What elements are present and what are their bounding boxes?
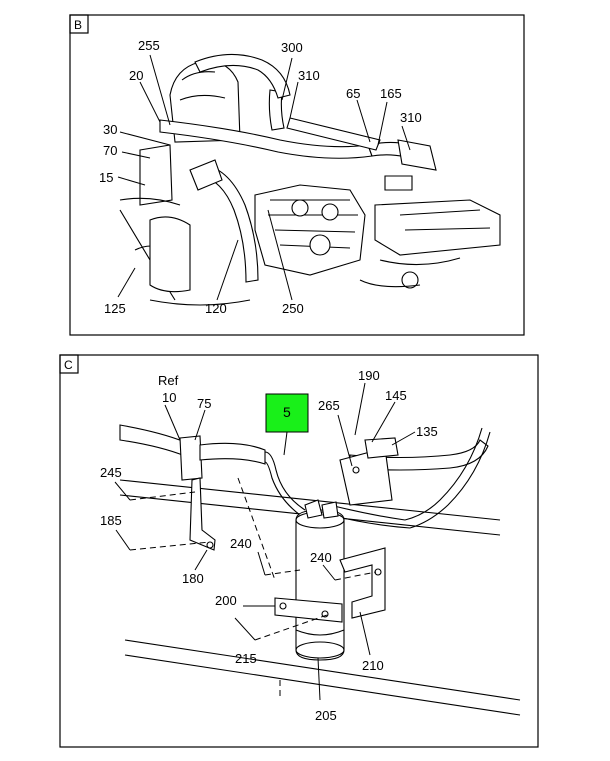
panel-c-frame	[59, 354, 539, 748]
callout-c-10: 10	[162, 390, 176, 405]
compressor	[254, 184, 366, 276]
callout-b-300: 300	[281, 40, 303, 55]
panel-c-artwork	[119, 424, 521, 716]
callout-c-265: 265	[318, 398, 340, 413]
callout-c-215: 215	[235, 651, 257, 666]
callout-c-240-b: 240	[310, 550, 332, 565]
callout-c-200: 200	[215, 593, 237, 608]
panel-b-leaders	[117, 54, 411, 301]
panel-b-tag-box	[69, 14, 89, 34]
highlight-part-5[interactable]	[265, 393, 309, 433]
callout-b-120: 120	[205, 301, 227, 316]
callout-b-255: 255	[138, 38, 160, 53]
top-hose	[194, 53, 291, 99]
callout-c-205: 205	[315, 708, 337, 723]
callout-c-145: 145	[385, 388, 407, 403]
callout-c-240-a: 240	[230, 536, 252, 551]
callout-c-75: 75	[197, 396, 211, 411]
callout-b-30: 30	[103, 122, 117, 137]
panel-c-labels: Ref 10 75 245 185 180 240 240 200 215 20…	[100, 368, 438, 723]
bracket-210	[339, 547, 386, 619]
callout-b-310-b: 310	[400, 110, 422, 125]
callout-b-70: 70	[103, 143, 117, 158]
callout-c-245: 245	[100, 465, 122, 480]
callout-b-250: 250	[282, 301, 304, 316]
callout-c-190: 190	[358, 368, 380, 383]
panel-b-artwork	[119, 53, 501, 306]
callout-c-ref: Ref	[158, 373, 179, 388]
panel-c-leaders	[114, 382, 416, 701]
panel-c-tag-box	[59, 354, 79, 374]
callout-b-165: 165	[380, 86, 402, 101]
panel-c: C 5	[59, 354, 539, 748]
highlight-part-5-label: 5	[283, 404, 291, 420]
callout-b-310-a: 310	[298, 68, 320, 83]
callout-c-185: 185	[100, 513, 122, 528]
callout-c-135: 135	[416, 424, 438, 439]
callout-b-15: 15	[99, 170, 113, 185]
callout-b-20: 20	[129, 68, 143, 83]
clamp-75	[179, 435, 203, 481]
panel-b: B	[69, 14, 525, 336]
callout-b-125: 125	[104, 301, 126, 316]
receiver-drier	[295, 509, 345, 661]
panel-b-frame	[69, 14, 525, 336]
bracket-180	[189, 477, 216, 551]
callout-c-180: 180	[182, 571, 204, 586]
callout-c-210: 210	[362, 658, 384, 673]
panel-b-tag: B	[74, 18, 82, 32]
panel-b-labels: 255 20 30 70 15 300 310 65 165 310 125 1…	[99, 38, 422, 316]
line-5	[264, 451, 306, 511]
callout-b-65: 65	[346, 86, 360, 101]
panel-c-tag: C	[64, 358, 73, 372]
